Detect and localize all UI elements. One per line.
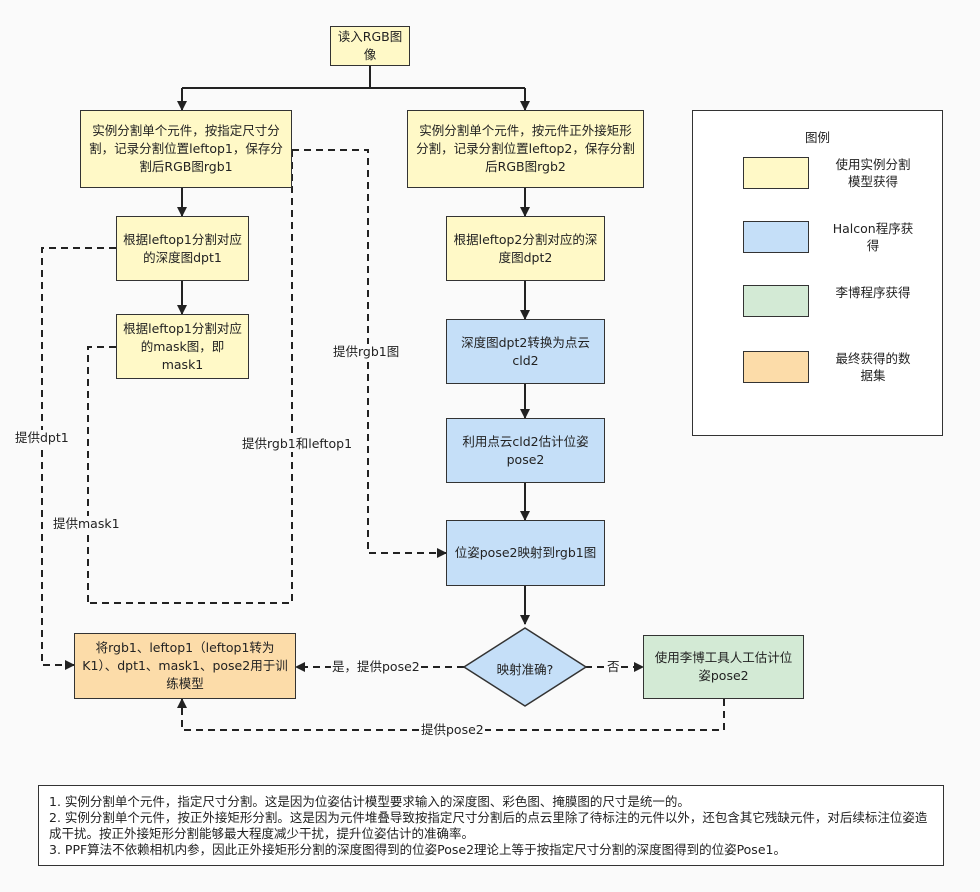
cld2-node: 深度图dpt2转换为点云cld2: [446, 319, 605, 384]
map-node: 位姿pose2映射到rgb1图: [446, 520, 605, 586]
legend: 图例 使用实例分割模型获得 Halcon程序获得 李博程序获得 最终获得的数据集: [692, 110, 943, 436]
label-provide-rgb1: 提供rgb1图: [332, 344, 401, 360]
legend-label-blue: Halcon程序获得: [832, 221, 914, 253]
legend-swatch-yellow: [743, 157, 809, 189]
decision-diamond: [462, 627, 588, 707]
edge-provide-rgb1-leftop1: [88, 150, 293, 604]
label-provide-mask1: 提供mask1: [52, 516, 121, 532]
note-3: 3. PPF算法不依赖相机内参，因此正外接矩形分割的深度图得到的位姿Pose2理…: [49, 842, 786, 857]
label-provide-rgb1-leftop1: 提供rgb1和leftop1: [241, 436, 354, 452]
seg1-node: 实例分割单个元件，按指定尺寸分割，记录分割位置leftop1，保存分割后RGB图…: [80, 110, 292, 188]
legend-label-green: 李博程序获得: [835, 285, 911, 300]
legend-label-yellow: 使用实例分割模型获得: [835, 157, 911, 189]
edge-provide-mask1: [87, 346, 116, 603]
dpt2-node: 根据leftop2分割对应的深度图dpt2: [446, 216, 605, 281]
dpt1-node: 根据leftop1分割对应的深度图dpt1: [116, 216, 249, 281]
legend-title: 图例: [804, 130, 830, 145]
label-provide-pose2: 提供pose2: [420, 722, 485, 738]
read-rgb-node: 读入RGB图像: [330, 26, 410, 66]
label-provide-dpt1: 提供dpt1: [14, 430, 70, 446]
label-no: 否: [606, 659, 621, 675]
edge-provide-dpt1: [41, 247, 116, 670]
seg2-node: 实例分割单个元件，按元件正外接矩形分割，记录分割位置leftop2，保存分割后R…: [407, 110, 644, 188]
mask1-node: 根据leftop1分割对应的mask图，即mask1: [116, 314, 249, 379]
legend-swatch-orange: [743, 351, 809, 383]
legend-swatch-blue: [743, 221, 809, 253]
legend-swatch-green: [743, 285, 809, 317]
label-yes-pose2: 是，提供pose2: [331, 659, 421, 675]
note-2: 2. 实例分割单个元件，按正外接矩形分割。这是因为元件堆叠导致按指定尺寸分割后的…: [49, 810, 928, 841]
notes-box: 1. 实例分割单个元件，指定尺寸分割。这是因为位姿估计模型要求输入的深度图、彩色…: [38, 785, 944, 866]
pose2-node: 利用点云cld2估计位姿pose2: [446, 418, 605, 483]
legend-label-orange: 最终获得的数据集: [835, 351, 911, 383]
train-node: 将rgb1、leftop1（leftop1转为K1）、dpt1、mask1、po…: [74, 633, 296, 699]
edge-read-to-seg: [181, 66, 525, 110]
note-1: 1. 实例分割单个元件，指定尺寸分割。这是因为位姿估计模型要求输入的深度图、彩色…: [49, 794, 690, 809]
decision-label: 映射准确?: [496, 662, 554, 677]
manual-node: 使用李博工具人工估计位姿pose2: [643, 635, 804, 699]
